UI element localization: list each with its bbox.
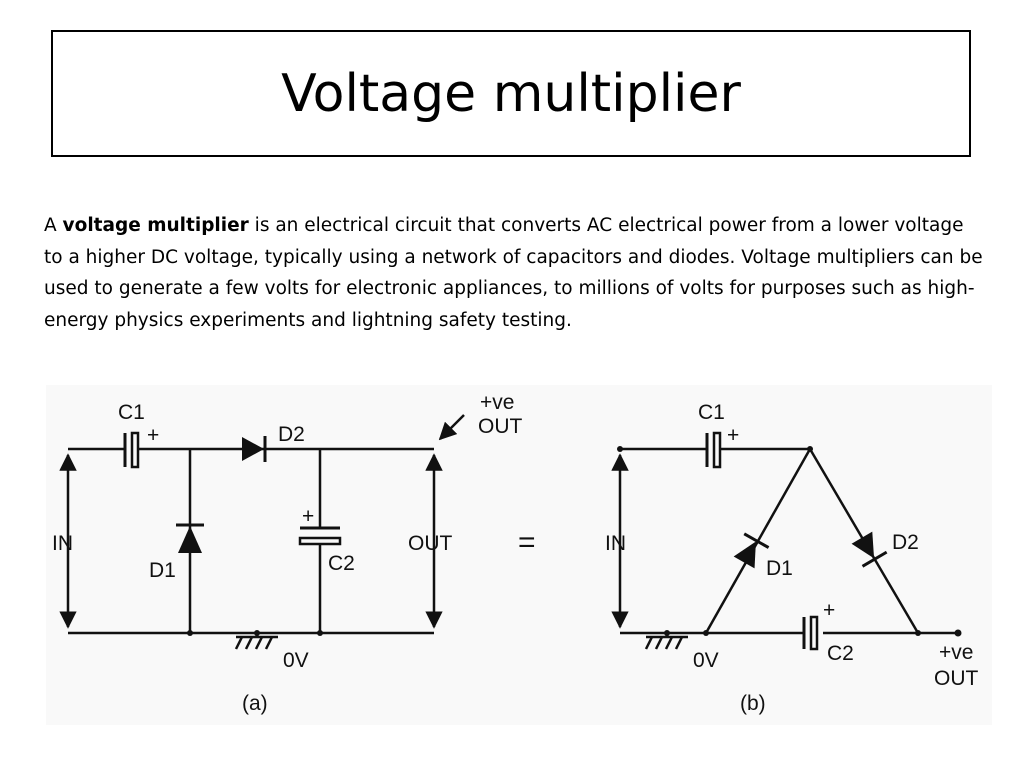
label-out-b: OUT — [934, 667, 979, 690]
caption-b: (b) — [740, 692, 766, 715]
label-ve-b: +ve — [939, 641, 973, 664]
label-in-a: IN — [52, 532, 73, 555]
slide-title: Voltage multiplier — [281, 63, 741, 124]
title-box: Voltage multiplier — [51, 30, 971, 157]
label-c1-a: C1 — [118, 401, 145, 424]
circuit-diagram: C1 + D2 +ve OUT IN D1 + C2 OUT 0V (a) = — [46, 385, 992, 725]
label-c1-b: C1 — [698, 401, 725, 424]
label-0v-a: 0V — [283, 649, 309, 672]
label-out-a: OUT — [408, 532, 453, 555]
label-plus-c1-a: + — [147, 424, 159, 447]
label-c2-a: C2 — [328, 552, 355, 575]
diode-d2-a — [242, 436, 267, 462]
diode-d1-a — [176, 523, 204, 553]
intro-paragraph: A voltage multiplier is an electrical ci… — [44, 210, 984, 336]
equals-sign: = — [518, 526, 536, 559]
label-d2-b: D2 — [892, 531, 919, 554]
diode-d2-b — [851, 531, 888, 568]
paragraph-lead: A — [44, 215, 63, 236]
caption-a: (a) — [242, 692, 268, 715]
label-d1-b: D1 — [766, 557, 793, 580]
label-0v-b: 0V — [693, 649, 719, 672]
paragraph-bold-term: voltage multiplier — [62, 215, 249, 236]
paragraph-rest: is an electrical circuit that converts A… — [44, 215, 983, 331]
label-outtop-a: OUT — [478, 415, 523, 438]
label-plus-c2-b: + — [823, 599, 835, 622]
label-d2-a: D2 — [278, 423, 305, 446]
label-in-b: IN — [605, 532, 626, 555]
label-d1-a: D1 — [149, 559, 176, 582]
diode-d1-b — [733, 532, 770, 569]
label-plus-c1-b: + — [727, 424, 739, 447]
label-c2-b: C2 — [827, 642, 854, 665]
label-ve-a: +ve — [480, 391, 514, 414]
label-plus-c2-a: + — [302, 505, 314, 528]
